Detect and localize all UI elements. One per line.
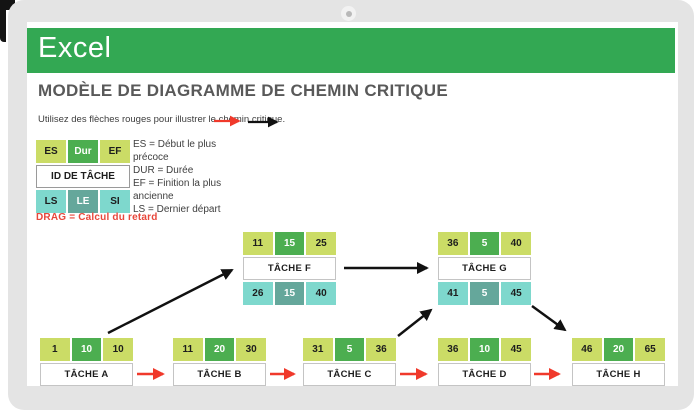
task-h-ef-cell: 65 (635, 338, 666, 361)
task-box-a: 1 10 10 TÂCHE A (40, 338, 134, 386)
legend-bottom-row: LS LE SI (36, 190, 130, 213)
legend-ls-cell: LS (36, 190, 66, 213)
legend-def-dur: DUR = Durée (133, 165, 194, 176)
task-d-es-cell: 36 (438, 338, 468, 361)
legend-es-cell: ES (36, 140, 66, 163)
task-f-le-cell: 15 (274, 282, 305, 305)
task-a-name: TÂCHE A (40, 363, 133, 386)
task-a-dur-cell: 10 (71, 338, 102, 361)
task-a-ef-cell: 10 (103, 338, 134, 361)
task-f-si-cell: 40 (306, 282, 337, 305)
page-subtitle: Utilisez des flèches rouges pour illustr… (38, 114, 286, 125)
task-g-ls-cell: 41 (438, 282, 468, 305)
task-c-top-row: 31 5 36 (303, 338, 397, 361)
task-box-g: 36 5 40 TÂCHE G 41 5 45 (438, 232, 532, 305)
app-header: Excel (27, 28, 675, 73)
legend-le-cell: LE (68, 190, 98, 213)
task-b-top-row: 11 20 30 (173, 338, 267, 361)
arrow-task-g-to-task-h (531, 305, 567, 332)
task-g-le-cell: 5 (469, 282, 500, 305)
task-f-es-cell: 11 (243, 232, 273, 255)
task-f-ls-cell: 26 (243, 282, 273, 305)
task-f-top-row: 11 15 25 (243, 232, 337, 255)
drag-note: DRAG = Calcul du retard (36, 212, 158, 223)
webcam-dot-icon (345, 10, 352, 17)
task-box-c: 31 5 36 TÂCHE C (303, 338, 397, 386)
task-g-bottom-row: 41 5 45 (438, 282, 532, 305)
task-h-dur-cell: 20 (603, 338, 634, 361)
legend-top-row: ES Dur EF (36, 140, 130, 163)
tablet-frame: Excel MODÈLE DE DIAGRAMME DE CHEMIN CRIT… (8, 0, 694, 410)
task-f-name: TÂCHE F (243, 257, 336, 280)
page-title: MODÈLE DE DIAGRAMME DE CHEMIN CRITIQUE (38, 81, 448, 100)
legend-si-cell: SI (100, 190, 130, 213)
task-b-es-cell: 11 (173, 338, 203, 361)
task-g-top-row: 36 5 40 (438, 232, 532, 255)
task-c-es-cell: 31 (303, 338, 333, 361)
legend-task-id-cell: ID DE TÂCHE (36, 165, 130, 188)
task-g-dur-cell: 5 (469, 232, 500, 255)
task-c-ef-cell: 36 (366, 338, 397, 361)
screen: Excel MODÈLE DE DIAGRAMME DE CHEMIN CRIT… (27, 22, 678, 386)
webcam-icon (341, 6, 356, 21)
task-d-name: TÂCHE D (438, 363, 531, 386)
task-box-h: 46 20 65 TÂCHE H (572, 338, 666, 386)
task-b-name: TÂCHE B (173, 363, 266, 386)
task-g-ef-cell: 40 (501, 232, 532, 255)
task-f-dur-cell: 15 (274, 232, 305, 255)
task-d-ef-cell: 45 (501, 338, 532, 361)
task-a-top-row: 1 10 10 (40, 338, 134, 361)
task-f-bottom-row: 26 15 40 (243, 282, 337, 305)
page-corner-dark (0, 0, 15, 10)
task-h-top-row: 46 20 65 (572, 338, 666, 361)
legend-ef-cell: EF (100, 140, 130, 163)
arrow-task-c-to-task-g (397, 308, 433, 337)
legend-def-ls: LS = Dernier départ (133, 204, 221, 215)
task-a-es-cell: 1 (40, 338, 70, 361)
legend-def-ef: EF = Finition la plus ancienne (133, 178, 222, 202)
task-h-es-cell: 46 (572, 338, 602, 361)
task-g-name: TÂCHE G (438, 257, 531, 280)
task-c-name: TÂCHE C (303, 363, 396, 386)
legend-dur-cell: Dur (68, 140, 98, 163)
legend-def-es: ES = Début le plus précoce (133, 139, 217, 163)
task-h-name: TÂCHE H (572, 363, 665, 386)
task-d-dur-cell: 10 (469, 338, 500, 361)
task-g-es-cell: 36 (438, 232, 468, 255)
page-corner-dark-edge (0, 0, 6, 42)
legend-key-box: ES Dur EF ID DE TÂCHE LS LE SI (36, 140, 130, 213)
legend-definitions: ES = Début le plus précoce DUR = Durée E… (133, 138, 239, 216)
task-b-ef-cell: 30 (236, 338, 267, 361)
task-box-d: 36 10 45 TÂCHE D (438, 338, 532, 386)
task-f-ef-cell: 25 (306, 232, 337, 255)
task-box-f: 11 15 25 TÂCHE F 26 15 40 (243, 232, 337, 305)
arrow-task-a-to-task-f (107, 268, 234, 335)
task-box-b: 11 20 30 TÂCHE B (173, 338, 267, 386)
excel-logo: Excel (38, 32, 112, 64)
task-d-top-row: 36 10 45 (438, 338, 532, 361)
task-g-si-cell: 45 (501, 282, 532, 305)
task-b-dur-cell: 20 (204, 338, 235, 361)
task-c-dur-cell: 5 (334, 338, 365, 361)
